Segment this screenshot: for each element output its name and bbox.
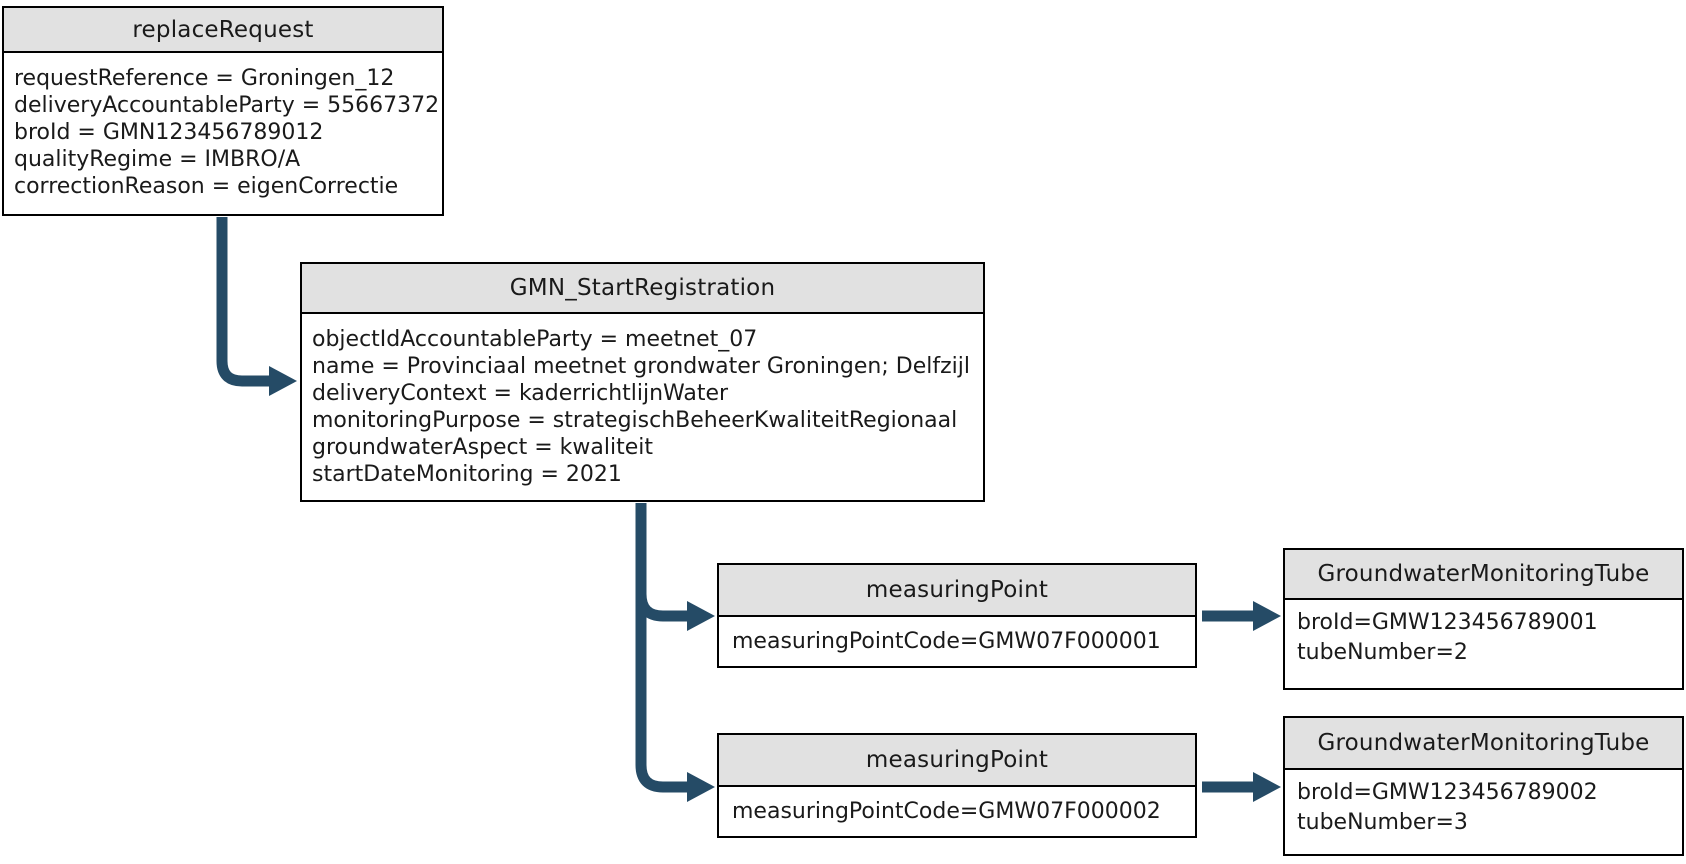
connector-measuring-point-1-to-tube-1 bbox=[1202, 601, 1281, 631]
attribute-line: name = Provinciaal meetnet grondwater Gr… bbox=[312, 354, 970, 379]
attribute-line: broId=GMW123456789001 bbox=[1297, 610, 1598, 635]
node-groundwater-monitoring-tube-2: GroundwaterMonitoringTube broId=GMW12345… bbox=[1283, 716, 1684, 856]
connector-gmn-to-measuring-point-1 bbox=[635, 584, 715, 631]
arrowhead-icon bbox=[687, 601, 715, 631]
node-title: GroundwaterMonitoringTube bbox=[1285, 718, 1682, 770]
attribute-line: deliveryContext = kaderrichtlijnWater bbox=[312, 381, 729, 406]
attribute-line: correctionReason = eigenCorrectie bbox=[14, 174, 399, 199]
arrowhead-icon bbox=[269, 366, 297, 396]
connector-gmn-to-measuring-point-2 bbox=[635, 503, 715, 802]
connector-line bbox=[216, 217, 269, 387]
node-measuring-point-2: measuringPoint measuringPointCode=GMW07F… bbox=[717, 733, 1197, 838]
node-attributes: measuringPointCode=GMW07F000002 bbox=[719, 787, 1195, 836]
arrowhead-icon bbox=[687, 772, 715, 802]
node-groundwater-monitoring-tube-1: GroundwaterMonitoringTube broId=GMW12345… bbox=[1283, 548, 1684, 690]
attribute-line: tubeNumber=2 bbox=[1297, 640, 1468, 665]
node-attributes: measuringPointCode=GMW07F000001 bbox=[719, 617, 1195, 666]
node-title: measuringPoint bbox=[719, 735, 1195, 787]
connector-replace-request-to-gmn bbox=[216, 217, 297, 396]
attribute-line: deliveryAccountableParty = 55667372 bbox=[14, 93, 440, 118]
attribute-line: measuringPointCode=GMW07F000001 bbox=[732, 629, 1161, 654]
attribute-line: monitoringPurpose = strategischBeheerKwa… bbox=[312, 408, 958, 433]
node-attributes: broId=GMW123456789002 tubeNumber=3 bbox=[1285, 770, 1682, 854]
node-title: measuringPoint bbox=[719, 565, 1195, 617]
attribute-line: requestReference = Groningen_12 bbox=[14, 66, 395, 91]
attribute-line: broId = GMN123456789012 bbox=[14, 120, 324, 145]
attribute-line: measuringPointCode=GMW07F000002 bbox=[732, 799, 1161, 824]
connector-measuring-point-2-to-tube-2 bbox=[1202, 772, 1281, 802]
attribute-line: broId=GMW123456789002 bbox=[1297, 780, 1598, 805]
node-gmn-start-registration: GMN_StartRegistration objectIdAccountabl… bbox=[300, 262, 985, 502]
node-attributes: objectIdAccountableParty = meetnet_07 na… bbox=[302, 314, 983, 500]
node-title: GMN_StartRegistration bbox=[302, 264, 983, 314]
attribute-line: tubeNumber=3 bbox=[1297, 810, 1468, 835]
attribute-line: groundwaterAspect = kwaliteit bbox=[312, 435, 654, 460]
connector-line bbox=[635, 584, 687, 622]
node-title: replaceRequest bbox=[4, 8, 442, 53]
attribute-line: startDateMonitoring = 2021 bbox=[312, 462, 622, 487]
node-replace-request: replaceRequest requestReference = Gronin… bbox=[2, 6, 444, 216]
node-attributes: broId=GMW123456789001 tubeNumber=2 bbox=[1285, 600, 1682, 688]
node-measuring-point-1: measuringPoint measuringPointCode=GMW07F… bbox=[717, 563, 1197, 668]
connector-line bbox=[635, 503, 687, 793]
node-attributes: requestReference = Groningen_12 delivery… bbox=[4, 53, 442, 214]
arrowhead-icon bbox=[1253, 601, 1281, 631]
attribute-line: qualityRegime = IMBRO/A bbox=[14, 147, 301, 172]
attribute-line: objectIdAccountableParty = meetnet_07 bbox=[312, 327, 758, 352]
arrowhead-icon bbox=[1253, 772, 1281, 802]
node-title: GroundwaterMonitoringTube bbox=[1285, 550, 1682, 600]
